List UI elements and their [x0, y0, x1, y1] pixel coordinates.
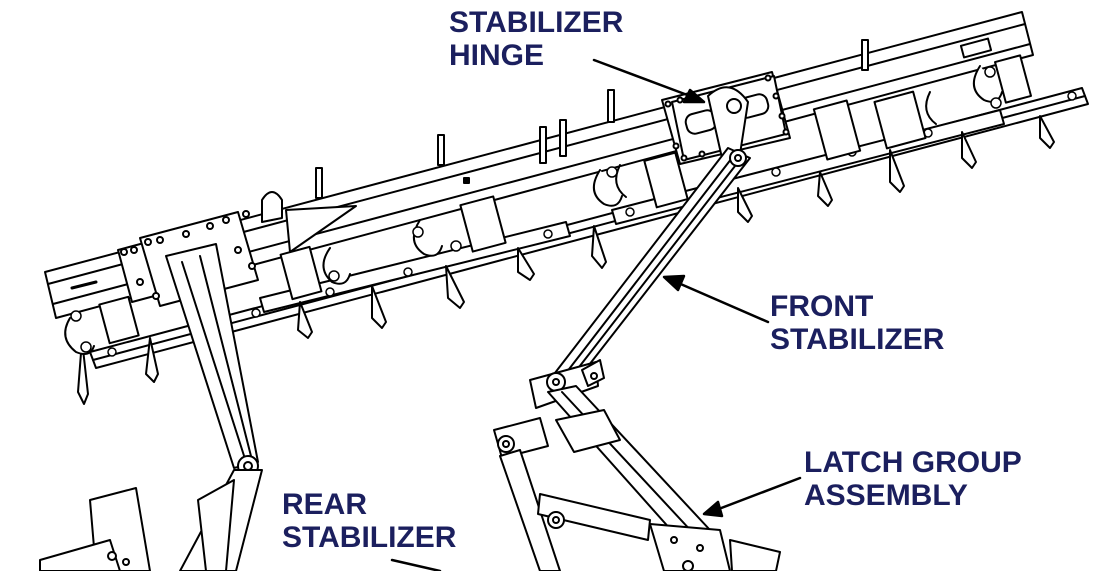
callout-stabilizer-hinge-line1: STABILIZER — [449, 6, 624, 39]
callout-front-stabilizer: FRONT STABILIZER — [770, 290, 944, 356]
callout-latch-group-line2: ASSEMBLY — [804, 479, 968, 512]
callout-latch-group-line1: LATCH GROUP — [804, 446, 1022, 479]
callout-front-stabilizer-line1: FRONT — [770, 290, 874, 323]
callout-front-stabilizer-line2: STABILIZER — [770, 323, 945, 356]
shank-brackets — [98, 54, 1032, 345]
front-stabilizer-tube — [529, 147, 751, 409]
frame-posts — [315, 39, 869, 199]
callout-rear-stabilizer-line2: STABILIZER — [282, 521, 457, 554]
callout-rear-stabilizer-line1: REAR — [282, 488, 368, 521]
leader-lines — [390, 58, 802, 571]
callout-latch-group-assembly: LATCH GROUP ASSEMBLY — [804, 446, 1022, 512]
spring-shanks — [64, 65, 1055, 405]
rear-stabilizer-arm — [39, 243, 263, 571]
stabilizer-hinge-arrowhead — [682, 88, 706, 104]
front-stabilizer-arrowhead — [662, 274, 686, 292]
callout-stabilizer-hinge: STABILIZER HINGE — [449, 6, 623, 72]
latch-group-arrowhead — [702, 500, 724, 518]
frame-bolts — [70, 66, 1077, 357]
callout-stabilizer-hinge-line2: HINGE — [449, 39, 545, 72]
latch-group-assembly — [493, 385, 781, 571]
callout-rear-stabilizer: REAR STABILIZER — [282, 488, 456, 554]
